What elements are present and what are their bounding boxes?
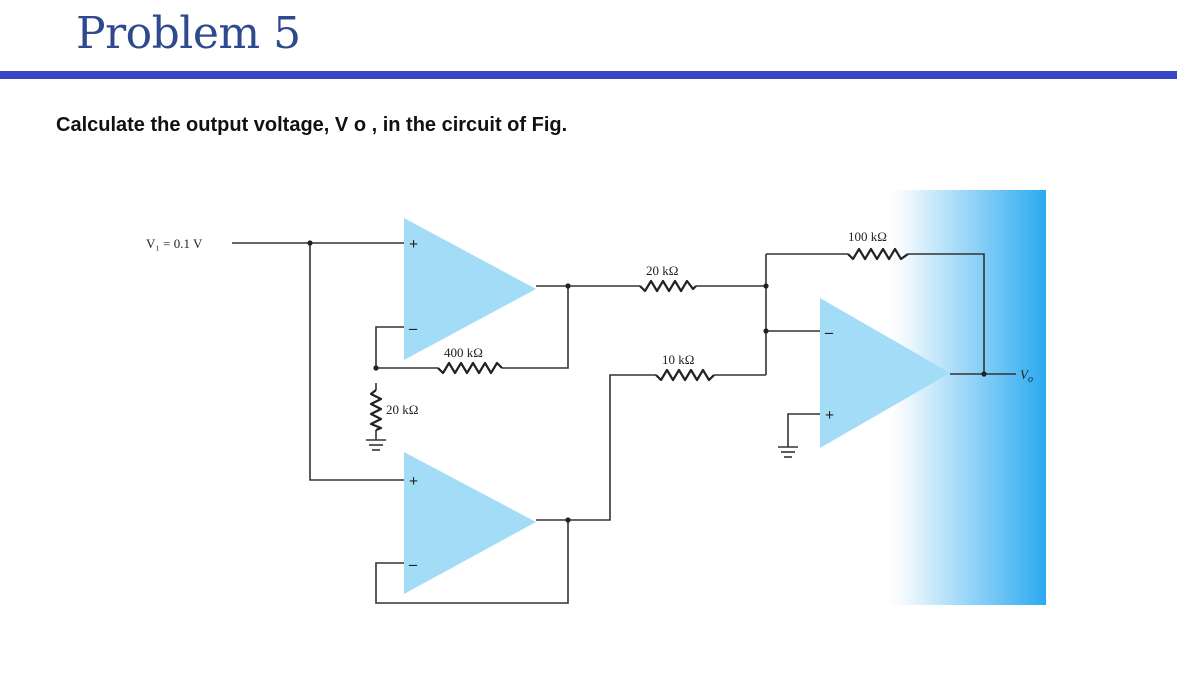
resistor-10k [655,368,715,382]
input-voltage-label: V₁ = 0.1 V [146,236,203,251]
wire-top-minus [375,326,404,368]
resistor-20k-top [639,279,697,293]
title-rule [0,71,1177,79]
wire-feedback-right [908,253,985,374]
wire-v1-to-bottom-plus [309,243,404,481]
resistor-label-100k: 100 kΩ [848,229,887,244]
slide-title: Problem 5 [76,8,301,59]
ground-symbol-right [778,446,798,458]
output-voltage-label: Vo [1020,367,1033,385]
opamp-bottom-plus-sign: + [409,473,418,490]
resistor-400k [437,361,503,375]
opamp-right [820,298,950,448]
opamp-bottom-minus-sign: – [408,556,418,573]
wire-r400-to-top-out [502,286,569,369]
output-voltage-symbol: V [1020,367,1030,382]
opamp-top-plus-sign: + [409,236,418,253]
resistor-label-20k-ground: 20 kΩ [386,402,418,417]
opamp-right-plus-sign: + [825,407,834,424]
junction-dot [981,371,987,377]
resistor-label-400k: 400 kΩ [444,345,483,360]
junction-dot [565,283,571,289]
wire-bottom-follower [375,520,569,604]
ground-symbol-left [366,439,386,451]
output-voltage-subscript: o [1028,374,1033,385]
junction-dot [307,240,313,246]
resistor-label-20k-top: 20 kΩ [646,263,678,278]
junction-dot [373,365,379,371]
opamp-top-minus-sign: – [408,320,418,337]
opamp-right-minus-sign: – [824,324,834,341]
resistor-label-10k: 10 kΩ [662,352,694,367]
resistor-20k-ground [369,389,383,432]
wire-bottom-output [536,374,656,521]
problem-statement: Calculate the output voltage, V o , in t… [56,114,568,136]
wire-right-plus-ground [787,413,820,447]
decorative-background-panel [880,190,1046,605]
resistor-100k [847,247,909,261]
junction-dot [763,283,769,289]
opamp-bottom [404,452,536,594]
junction-dot [763,328,769,334]
junction-dot [565,517,571,523]
opamp-top [404,218,536,360]
